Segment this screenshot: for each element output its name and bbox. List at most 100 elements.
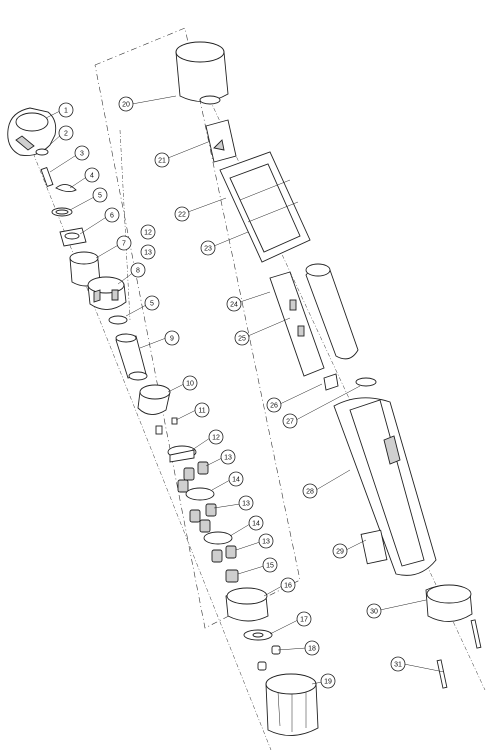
part-13-gears-a [177,461,209,493]
callout-4: 4 [84,167,100,183]
callout-circle [84,167,100,183]
part-3-pin [40,166,54,188]
callout-number: 29 [336,548,344,555]
callout-13d: 13 [258,533,274,549]
callout-number: 12 [144,229,152,236]
callout-circle [302,483,318,499]
part-10-housing [137,384,171,415]
leader-lines [43,95,445,685]
callout-circle [220,449,236,465]
callout-circle [234,330,250,346]
callout-circle [208,429,224,445]
callout-circle [140,244,156,260]
callout-circle [332,543,348,559]
part-18-small-parts [257,645,281,671]
callout-12: 12 [140,224,156,240]
callout-number: 14 [232,476,240,483]
callout-12b: 12 [208,429,224,445]
callout-number: 28 [306,488,314,495]
callout-number: 24 [230,301,238,308]
callout-14a: 14 [228,471,244,487]
part-13-gears-b [189,503,217,533]
callout-number: 2 [64,130,68,137]
callout-circle [320,673,336,689]
callout-number: 19 [324,678,332,685]
callout-number: 11 [198,407,205,414]
callout-2: 2 [58,125,74,141]
callout-6: 6 [104,207,120,223]
callout-13b: 13 [220,449,236,465]
callout-circle [280,577,296,593]
callout-circle [226,296,242,312]
callout-29: 29 [332,543,348,559]
callout-circle [238,495,254,511]
callout-number: 26 [270,402,278,409]
callout-layer: 1234567812135910111213141314131516171819… [58,96,406,689]
callout-circle [92,187,108,203]
callout-17: 17 [296,611,312,627]
part-17-washer [243,629,273,641]
callout-circle [164,330,180,346]
callout-circle [366,603,382,619]
callout-number: 16 [284,582,292,589]
callout-number: 13 [242,500,250,507]
part-14-carrier-b [203,531,233,545]
callout-number: 14 [252,520,260,527]
part-4-clip [55,184,77,193]
callout-20: 20 [118,96,134,112]
callout-number: 18 [308,645,316,652]
part-2-washer [35,148,49,156]
callout-14b: 14 [248,515,264,531]
callout-number: 4 [90,172,94,179]
part-5-ring [51,207,73,217]
callout-18: 18 [304,640,320,656]
callout-31: 31 [390,656,406,672]
callout-number: 31 [394,661,402,668]
callout-number: 13 [262,538,270,545]
callout-8: 8 [130,262,146,278]
callout-9: 9 [164,330,180,346]
callout-number: 13 [144,249,152,256]
callout-5b: 5 [144,295,160,311]
callout-number: 5 [150,300,154,307]
callout-circle [154,152,170,168]
part-16-ring-gear [225,587,269,622]
callout-circle [144,295,160,311]
callout-circle [266,397,282,413]
callout-number: 1 [64,107,68,114]
callout-circle [174,206,190,222]
callout-circle [130,262,146,278]
callout-circle [390,656,406,672]
callout-circle [200,240,216,256]
part-22-frame [219,151,311,263]
part-13-gears-c [211,545,237,563]
callout-number: 30 [370,608,378,615]
callout-number: 7 [122,240,126,247]
callout-circle [58,102,74,118]
callout-21: 21 [154,152,170,168]
callout-number: 23 [204,245,212,252]
part-29-label-panel [360,529,388,565]
callout-number: 5 [98,192,102,199]
part-25-pcb [269,271,325,377]
callout-number: 17 [300,616,308,623]
callout-10: 10 [182,375,198,391]
callout-15: 15 [262,557,278,573]
callout-circle [182,375,198,391]
callout-1: 1 [58,102,74,118]
part-26-27-small [323,373,377,391]
part-24-battery [305,263,359,360]
callout-circle [116,235,132,251]
callout-circle [58,125,74,141]
callout-circle [282,413,298,429]
callout-number: 15 [266,562,274,569]
part-21-button [205,119,237,163]
callout-number: 10 [186,380,194,387]
callout-circle [104,207,120,223]
part-12-planet-carrier [167,445,197,463]
part-19-chuck [265,673,319,736]
callout-circle [228,471,244,487]
callout-number: 9 [170,335,174,342]
callout-number: 6 [110,212,114,219]
callout-number: 25 [238,335,246,342]
